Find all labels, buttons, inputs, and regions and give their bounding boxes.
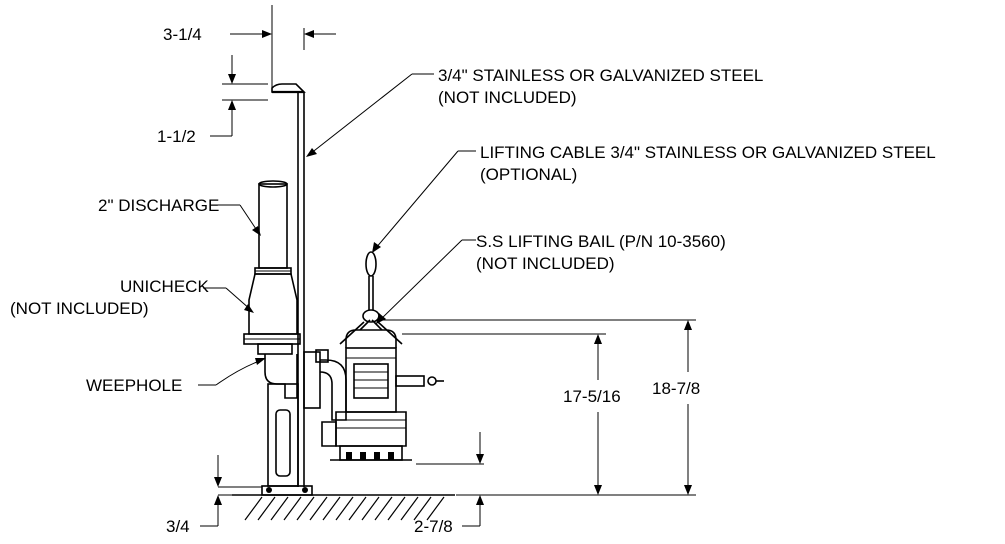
dim-pump-base-offset-label: 2-7/8 [414,517,453,536]
pipe-callout-line2: (NOT INCLUDED) [438,88,577,107]
dim-bracket-height [210,55,268,137]
sump-pump [321,319,444,461]
top-bracket [271,83,306,93]
dim-overall-height-label: 18-7/8 [652,379,700,398]
lifting-bail [339,309,403,345]
discharge-assembly [243,180,313,496]
unicheck-valve [243,267,301,345]
bail-callout-line1: S.S LIFTING BAIL (P/N 10-3560) [476,232,726,251]
riser-slot [275,409,291,477]
discharge-pipe [258,183,288,269]
cable-callout-line2: (OPTIONAL) [480,165,577,184]
dim-floor-clearance [200,455,262,527]
cable-loop [365,251,377,277]
dim-clearance-top [230,5,336,92]
dim-switch-height-label: 17-5/16 [563,387,621,406]
cable-callout-line1: LIFTING CABLE 3/4" STAINLESS OR GALVANIZ… [480,143,936,162]
unicheck-callout-line2: (NOT INCLUDED) [10,299,149,318]
pipe-callout-line1: 3/4" STAINLESS OR GALVANIZED STEEL [438,66,763,85]
discharge-callout: 2" DISCHARGE [98,196,219,215]
dim-switch-height [402,333,606,496]
weephole-callout: WEEPHOLE [86,376,182,395]
bail-callout-line2: (NOT INCLUDED) [476,254,615,273]
pump-connection [303,349,347,421]
lifting-cable [365,251,377,310]
dim-overall-height [380,319,696,496]
callout-leaders [198,73,476,386]
dim-floor-clearance-label: 3/4 [166,517,190,536]
dim-pump-base-offset [416,432,484,527]
elbow [264,354,298,399]
floor-hatching [244,496,445,521]
unicheck-callout-line1: UNICHECK [120,277,209,296]
dim-clearance-top-label: 3-1/4 [163,25,202,44]
dim-bracket-height-label: 1-1/2 [157,127,196,146]
floor [232,494,455,521]
